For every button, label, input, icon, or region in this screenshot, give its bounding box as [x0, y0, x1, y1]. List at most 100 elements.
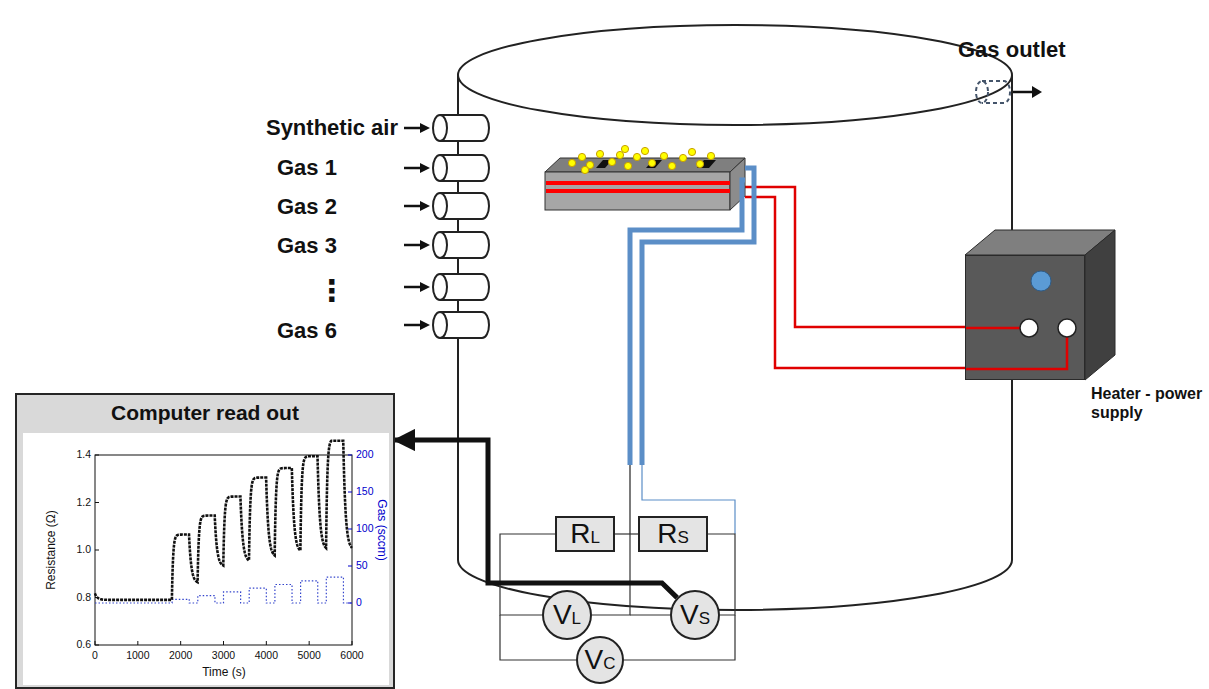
heater-wire: [745, 197, 966, 368]
component-label: VL: [553, 601, 581, 629]
nanoparticle-dot: [688, 148, 695, 155]
nanoparticle-dot: [568, 159, 575, 166]
inlet-arrow: [420, 201, 430, 211]
gas-outlet: [976, 81, 1042, 103]
inlet-arrow: [420, 282, 430, 292]
gas-inlet: [433, 115, 447, 141]
tick-label: 2000: [169, 650, 192, 662]
nanoparticle-dot: [578, 153, 585, 160]
inlet-arrow: [404, 244, 422, 247]
power-knob: [1031, 271, 1051, 291]
chamber-cylinder: [458, 75, 1012, 610]
axis-tick: [95, 502, 99, 503]
axis-tick: [348, 492, 352, 493]
circuit-wire: [630, 614, 670, 615]
gas-inlet: [404, 155, 489, 181]
signal-cable: [642, 168, 754, 465]
nanoparticle-dot: [624, 162, 631, 169]
axis-title: Gas (sccm): [374, 499, 387, 560]
gas-inlet: [433, 274, 447, 300]
nanoparticle-dot: [660, 152, 667, 159]
axis-tick: [95, 455, 99, 456]
tick-label: 3000: [212, 650, 235, 662]
nanoparticle-dot: [633, 153, 640, 160]
terminal: [1020, 319, 1038, 337]
outlet-label: Gas outlet: [958, 38, 1066, 62]
tick-label: 0: [92, 650, 98, 662]
tick-label: 6000: [340, 650, 363, 662]
axis-tick: [95, 641, 96, 645]
axis-tick: [348, 566, 352, 567]
signal-cable: [629, 465, 630, 534]
ellipsis-mark: ⋮: [317, 274, 347, 307]
tick-label: 0.8: [76, 592, 91, 604]
chamber-cylinder: [458, 25, 1012, 610]
nanoparticle-dot: [596, 150, 603, 157]
heater-wire: [745, 187, 966, 368]
nanoparticle-dot: [581, 166, 588, 173]
tick-label: 150: [356, 486, 374, 498]
axis-tick: [309, 641, 310, 645]
sensor-chip: [545, 158, 745, 210]
signal-cable: [630, 168, 754, 534]
gas-outlet: [1013, 91, 1034, 94]
sensor-chip: [697, 160, 716, 168]
tick-label: 5000: [297, 650, 320, 662]
sensor-chip: [545, 172, 730, 210]
chart-ground: [23, 433, 389, 685]
nanoparticle-dot: [668, 162, 675, 169]
nanoparticle-dot: [641, 147, 648, 154]
component-label: VC: [585, 646, 616, 674]
signal-cable: [630, 180, 745, 465]
axis-tick: [95, 645, 99, 646]
sensor-chip: [545, 158, 745, 172]
tick-label: 50: [356, 560, 368, 572]
gas-inlet: [404, 312, 489, 338]
tick-label: 100: [356, 523, 374, 535]
chart: [23, 433, 389, 685]
nanoparticle-dot: [616, 151, 623, 158]
axis-tick: [348, 529, 352, 530]
nanoparticle-dots: [568, 145, 714, 173]
axis-title: Time (s): [202, 666, 246, 679]
gas-outlet: [976, 81, 988, 103]
axis-tick: [266, 641, 267, 645]
panel-title: Computer read out: [17, 401, 393, 425]
tick-label: 1.2: [76, 497, 91, 509]
gas-inlet: [433, 155, 447, 181]
component-label: VS: [680, 601, 710, 629]
gas-inlet: [433, 232, 447, 258]
sensor-chip: [546, 189, 730, 193]
tick-label: 0.6: [76, 639, 91, 651]
nanoparticle-dot: [648, 159, 655, 166]
gas-inlet: [404, 274, 489, 300]
inlet-label: Gas 3: [277, 234, 337, 258]
tick-label: 1.0: [76, 544, 91, 556]
axis-tick: [180, 641, 181, 645]
axis-title: Resistance (Ω): [45, 510, 58, 590]
inlet-arrow: [404, 167, 422, 170]
heater-wire: [966, 337, 1067, 369]
axis-tick: [137, 641, 138, 645]
circuit-wire: [615, 533, 638, 534]
inlet-arrow: [404, 324, 422, 327]
inlet-arrow: [420, 240, 430, 250]
chart-area: [17, 395, 393, 687]
heater-face: [966, 256, 1086, 381]
component-label: RS: [657, 520, 689, 548]
gas-inlet: [404, 115, 489, 338]
nanoparticle-dot: [679, 154, 686, 161]
inlet-arrow: [404, 127, 422, 130]
inlet-arrow: [404, 286, 422, 289]
nanoparticle-dot: [621, 145, 628, 152]
inlet-arrow: [420, 320, 430, 330]
gas-inlet: [404, 115, 489, 141]
gas-inlet: [433, 312, 447, 338]
inlet-label: Synthetic air: [266, 116, 398, 140]
device-label: Heater - power supply: [1091, 384, 1206, 422]
gas-inlet: [404, 193, 489, 219]
terminal: [1058, 319, 1076, 337]
tick-label: 1.4: [76, 449, 91, 461]
gas-inlet: [433, 193, 447, 219]
